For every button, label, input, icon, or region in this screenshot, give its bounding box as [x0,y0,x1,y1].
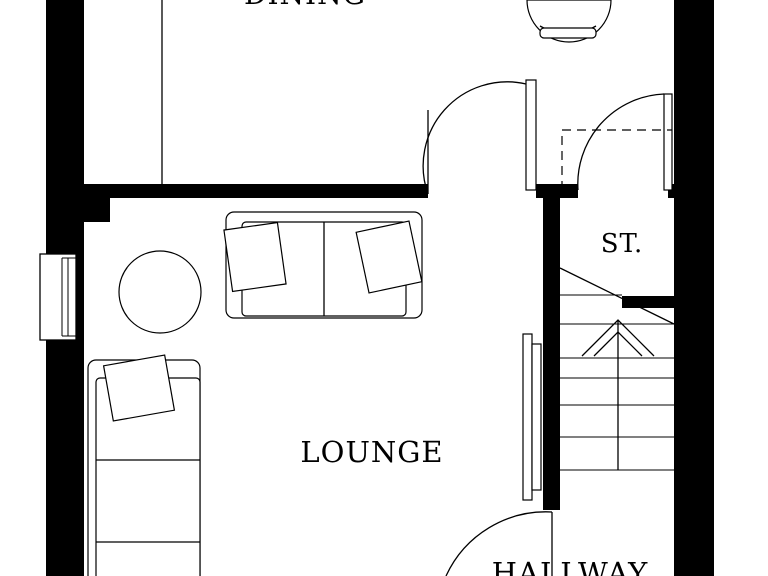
stair-side-wall [543,184,560,510]
room-label-lounge: LOUNGE [300,435,443,469]
tv-unit-icon [522,333,542,501]
window [39,253,77,341]
sofa-icon [87,354,201,576]
storage-wall-right-stub [668,184,678,198]
storage-door-icon [561,93,673,191]
round-side-table-icon [118,250,202,334]
hallway-door-icon [445,511,553,576]
loveseat-icon [223,211,423,319]
dining-area [161,0,612,184]
lounge-door-icon [422,79,537,195]
right-exterior-wall [674,0,714,576]
room-label-hallway: HALLWAY [492,556,649,576]
walls [46,0,714,576]
room-label-dining: DINING [244,0,366,11]
room-label-storage: ST. [601,229,644,259]
staircase-icon [559,267,675,471]
partition-wall-return [84,184,110,222]
dining-table-icon [526,0,612,43]
dining-lounge-partition-wall [84,184,428,198]
